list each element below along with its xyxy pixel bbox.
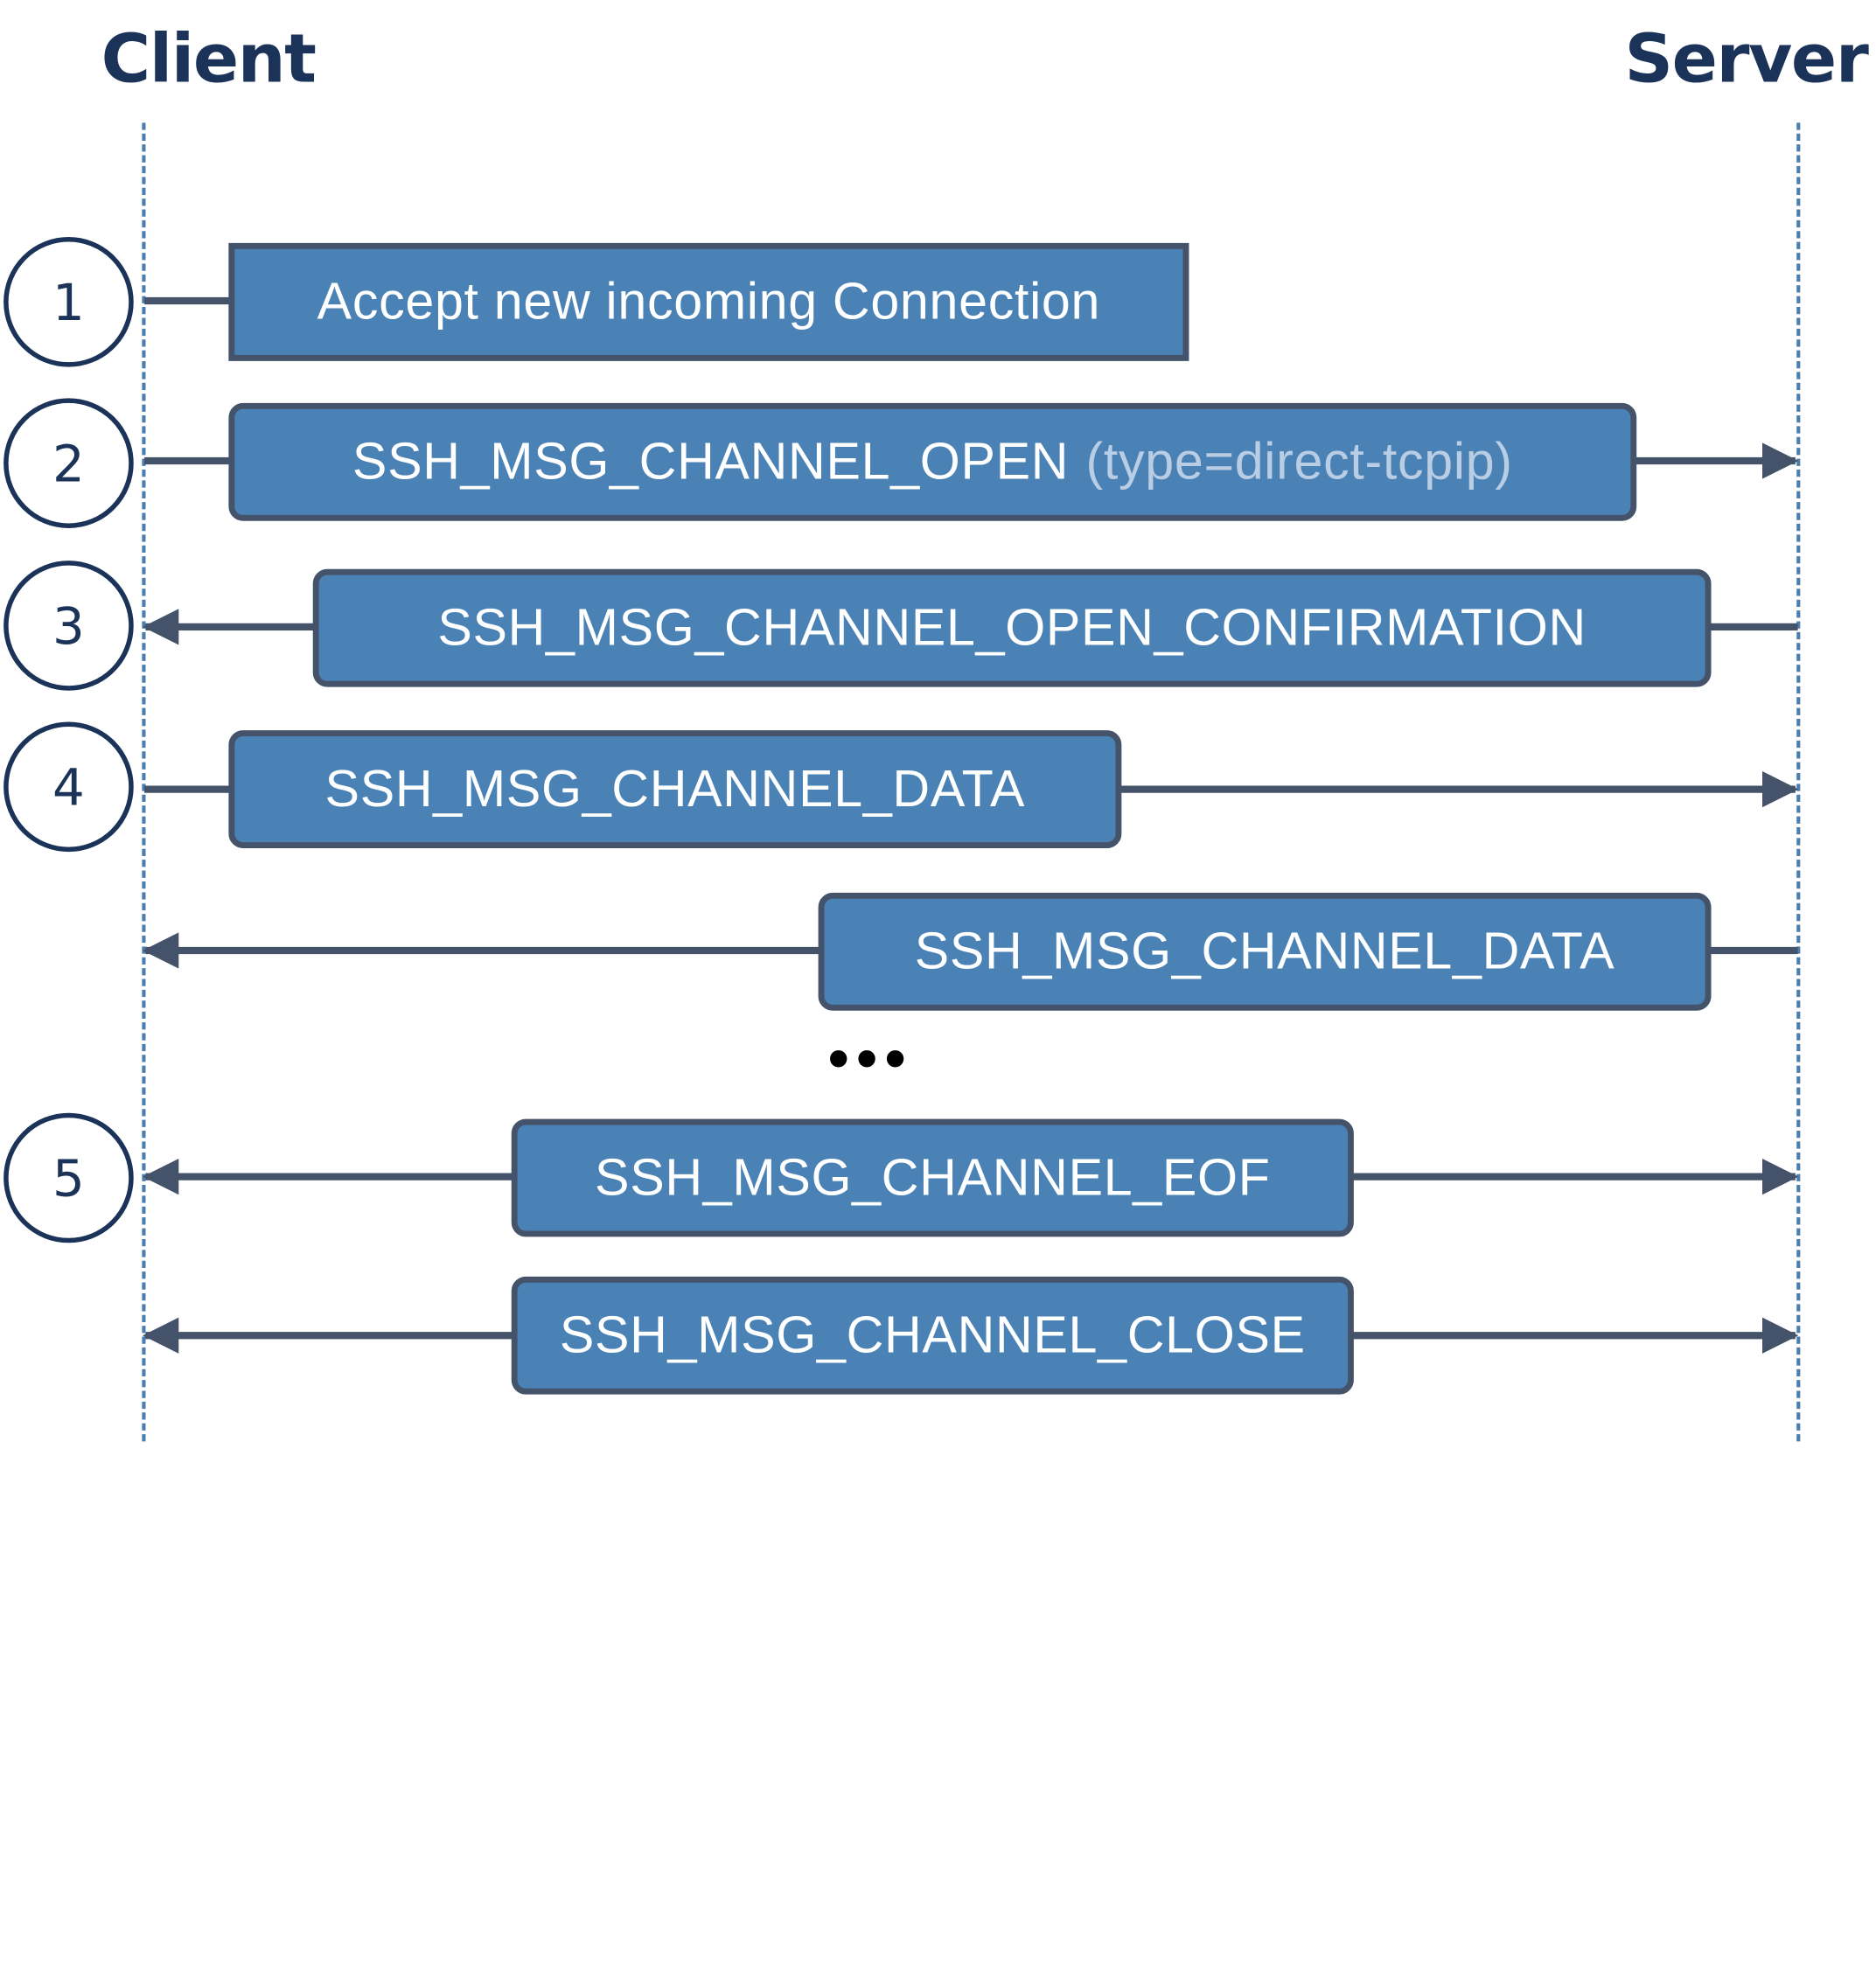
step-5-badge: 5 xyxy=(3,1112,134,1243)
message-text: SSH_MSG_CHANNEL_OPEN xyxy=(352,432,1070,491)
message-channel-eof: SSH_MSG_CHANNEL_EOF xyxy=(511,1118,1354,1237)
ellipsis: ••• xyxy=(823,1033,910,1090)
step-3-badge: 3 xyxy=(3,561,134,691)
message-channel-open-confirmation: SSH_MSG_CHANNEL_OPEN_CONFIRMATION xyxy=(312,568,1712,687)
message-channel-data-inbound: SSH_MSG_CHANNEL_DATA xyxy=(818,892,1712,1011)
client-label: Client xyxy=(101,20,317,99)
step-4-badge: 4 xyxy=(3,721,134,853)
step-2-badge: 2 xyxy=(3,398,134,529)
message-channel-open: SSH_MSG_CHANNEL_OPEN (type=direct-tcpip) xyxy=(228,402,1637,521)
message-text: Accept new incoming Connection xyxy=(317,272,1101,331)
message-text: SSH_MSG_CHANNEL_DATA xyxy=(324,759,1026,818)
message-text: SSH_MSG_CHANNEL_OPEN_CONFIRMATION xyxy=(437,598,1587,657)
message-text: SSH_MSG_CHANNEL_CLOSE xyxy=(559,1306,1306,1364)
message-text: SSH_MSG_CHANNEL_EOF xyxy=(595,1148,1271,1207)
message-accept-connection: Accept new incoming Connection xyxy=(228,242,1189,361)
message-channel-data-outbound: SSH_MSG_CHANNEL_DATA xyxy=(228,730,1122,849)
message-arrows xyxy=(143,296,1799,1354)
message-text: SSH_MSG_CHANNEL_DATA xyxy=(914,922,1615,980)
server-label: Server xyxy=(1624,20,1868,99)
step-1-badge: 1 xyxy=(3,237,134,367)
message-channel-close: SSH_MSG_CHANNEL_CLOSE xyxy=(511,1276,1354,1395)
message-param: (type=direct-tcpip) xyxy=(1085,432,1513,491)
client-lifeline xyxy=(142,122,146,1442)
